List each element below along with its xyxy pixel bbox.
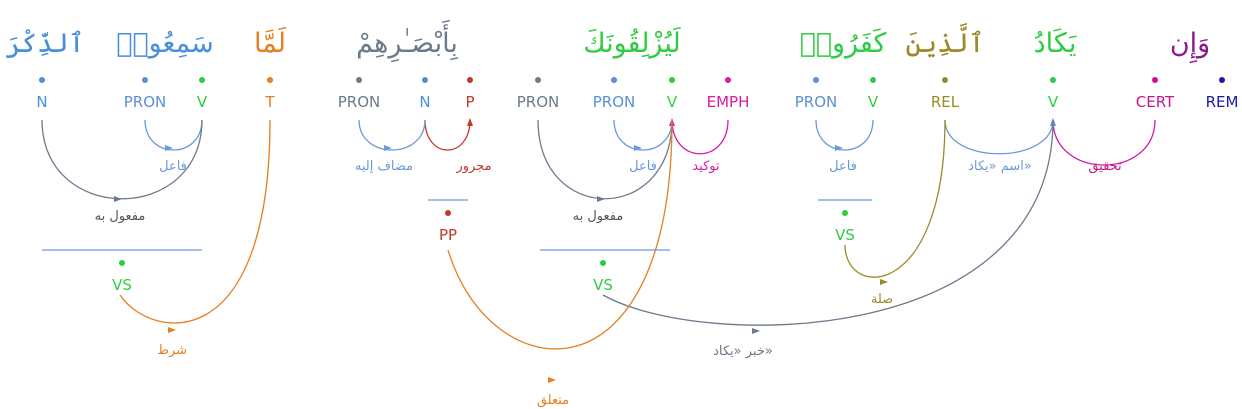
arrow-shart [168,327,176,333]
label-fail1: فاعل [829,159,857,174]
tag-t: T [264,93,275,111]
dot-t [267,77,273,83]
arc-fail1 [815,119,874,151]
word-alladhina: ٱلَّذِينَ [905,22,984,59]
dot-rel [942,77,948,83]
arrow-mutaallaq [548,377,556,383]
dot-vs2 [842,210,848,216]
dot-vs3 [600,260,606,266]
arc-majrur [424,119,471,151]
tag-v1: V [1048,93,1059,111]
dot-pron5 [142,77,148,83]
arrow-fail2 [634,145,642,151]
arc-tahqiq [1052,119,1156,166]
tag-pron3a: PRON [593,93,636,111]
arrow-fail1 [835,145,843,151]
label-mafool2: مفعول به [95,209,146,224]
word-yakadu: يَكَادُ [1034,27,1077,59]
tag-pron5: PRON [124,93,167,111]
node-dots [39,77,1225,83]
label-majrur: مجرور [455,159,491,174]
word-kafaru: كَفَرُوا۟ [800,27,887,59]
arc-tawkid [671,119,729,155]
tag-v3: V [667,93,678,111]
arc-sila [844,119,946,278]
phrase-vs3: VS [593,276,613,294]
phrase-vs1: VS [112,276,132,294]
label-sila: صلة [871,292,893,307]
dot-v4 [199,77,205,83]
arrow-mudaf [384,145,392,151]
tag-rem: REM [1206,93,1239,111]
arrow-khabar [752,328,760,334]
arc-fail3 [144,119,203,151]
tag-v4: V [197,93,208,111]
dot-pp [445,210,451,216]
dot-pron2 [813,77,819,83]
label-mudaf: مضاف إليه [355,159,413,174]
arc-mafool1 [537,119,673,200]
dot-n2 [39,77,45,83]
dot-emph [725,77,731,83]
dot-pron4 [356,77,362,83]
label-khabar: خبر «يكاد» [713,344,773,359]
dot-n1 [422,77,428,83]
dot-p [467,77,473,83]
tag-n2: N [36,93,47,111]
arc-mutaallaq [447,119,673,350]
dot-v3 [669,77,675,83]
label-shart: شرط [157,343,187,358]
arrow-mafool2 [114,196,122,202]
arc-khabar [602,119,1054,326]
word-lamma: لَمَّا [254,26,287,59]
label-tahqiq: تحقيق [1088,159,1122,174]
word-biabsarihim: بِأَبْصَـٰرِهِمْ [356,19,458,63]
arc-fail2 [613,119,673,151]
label-mutaallaq: متعلق [537,393,569,408]
dot-rem [1219,77,1225,83]
dot-v1 [1050,77,1056,83]
label-ism: اسم «يكاد» [968,159,1032,174]
tag-emph: EMPH [707,93,750,111]
word-layuzliqunaka: لَيُزْلِقُونَكَ [583,26,681,59]
label-fail3: فاعل [159,159,187,174]
dot-pron3b [535,77,541,83]
tag-n1: N [419,93,430,111]
dot-vs1 [119,260,125,266]
word-aldhikr: ٱلذِّكْرَ [5,28,84,59]
phrase-pp: PP [439,226,457,244]
tag-pron2: PRON [795,93,838,111]
label-mafool1: مفعول به [573,209,624,224]
dot-pron3a [611,77,617,83]
tag-v2: V [868,93,879,111]
dot-cert [1152,77,1158,83]
tag-pron4: PRON [338,93,381,111]
word-wa-in: وَإِن [1170,28,1210,63]
arc-mafool2 [41,119,203,200]
dot-v2 [870,77,876,83]
label-fail2: فاعل [629,159,657,174]
word-samiu: سَمِعُوا۟ [116,28,214,59]
arrow-sila [880,279,888,285]
arrow-mafool1 [597,196,605,202]
tag-rel: REL [931,93,960,111]
tag-p: P [465,93,474,111]
arc-ism [944,119,1054,155]
dependency-arcs [41,118,1156,383]
label-tawkid: توكيد [692,159,720,174]
tag-pron3b: PRON [517,93,560,111]
arrow-fail3 [165,145,173,151]
phrase-vs2: VS [835,226,855,244]
arc-mudaf [358,119,426,151]
tag-cert: CERT [1136,93,1175,111]
arc-shart [119,119,271,324]
arrow-majrur [467,118,473,126]
